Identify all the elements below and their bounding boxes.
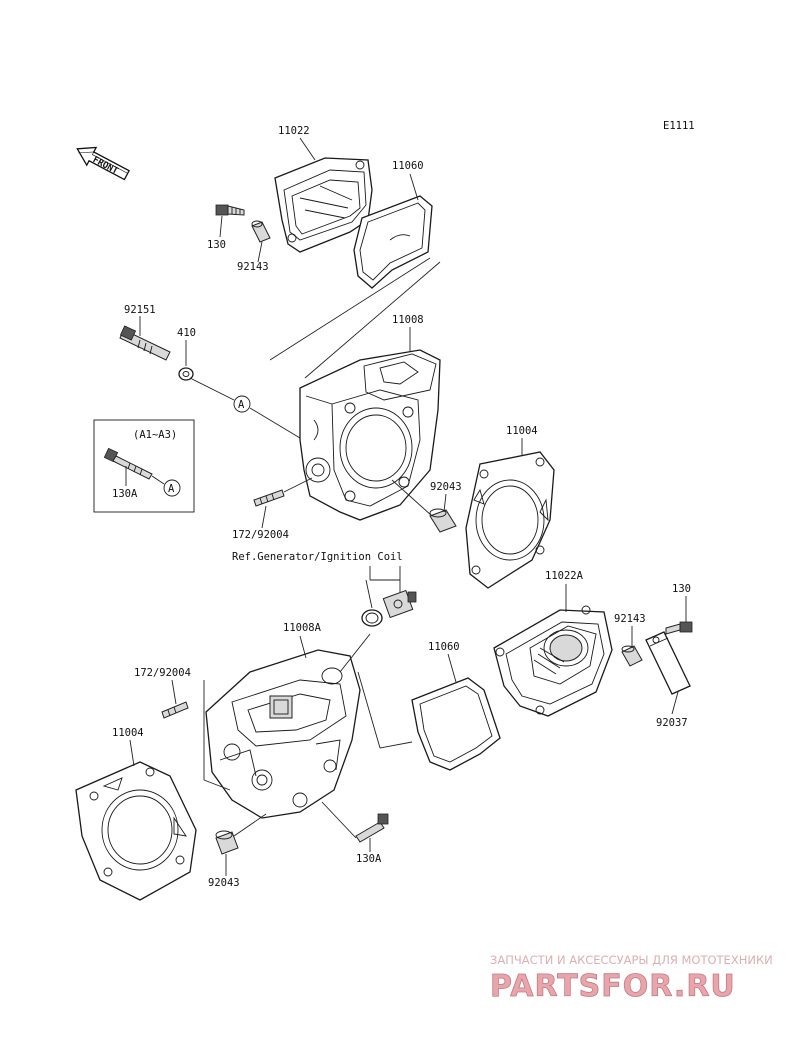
callout-172-92004-bottom: 172/92004 (134, 667, 191, 679)
callout-11004-right: 11004 (506, 425, 538, 437)
front-arrow-icon: FRONT (76, 146, 130, 181)
callout-130-right: 130 (672, 583, 691, 595)
callout-11008A: 11008A (283, 622, 322, 634)
watermark-tagline: ЗАПЧАСТИ И АКСЕССУАРЫ ДЛЯ МОТОТЕХНИКИ (490, 953, 773, 967)
bolt-130A-bottom (355, 813, 389, 843)
ref-note: Ref.Generator/Ignition Coil (232, 551, 403, 563)
dowel-92043-bottom (215, 830, 239, 855)
bracket-92037 (645, 631, 691, 695)
callout-130A-inset: 130A (112, 488, 138, 500)
bolt-130-top (215, 204, 245, 216)
stud-92151 (119, 325, 171, 361)
callout-92143-right: 92143 (614, 613, 646, 625)
callout-11022A: 11022A (545, 570, 584, 582)
callout-11004-left: 11004 (112, 727, 144, 739)
watermark-logo: PARTSFOR.RU (490, 969, 736, 1004)
dowel-92143-top (251, 220, 271, 243)
callout-11008: 11008 (392, 314, 424, 326)
stud-172-92004-top (253, 489, 285, 507)
callout-172-92004-top: 172/92004 (232, 529, 289, 541)
callout-92043-bottom: 92043 (208, 877, 240, 889)
inset-range: (A1~A3) (133, 429, 177, 441)
inset-box (93, 419, 195, 513)
svg-text:A: A (238, 399, 245, 411)
gasket-11060-top (353, 195, 433, 289)
callout-11060-top: 11060 (392, 160, 424, 172)
bolt-130A-inset (103, 447, 153, 480)
callout-11022-top: 11022 (278, 125, 310, 137)
cylinder-head-11008 (299, 349, 441, 521)
callout-410: 410 (177, 327, 196, 339)
plug-o-ring (361, 589, 417, 627)
stud-172-92004-bottom (161, 701, 189, 719)
bolt-130-right (665, 621, 693, 635)
dowel-92143-right (621, 645, 643, 667)
dowel-92043-right (429, 508, 457, 533)
diagram-code: E1111 (663, 120, 695, 132)
marker-a-main (233, 395, 251, 413)
head-gasket-11004-left (75, 761, 197, 901)
callout-11060-bottom: 11060 (428, 641, 460, 653)
callout-92037: 92037 (656, 717, 688, 729)
gasket-11060-bottom (411, 677, 501, 771)
washer-410 (178, 367, 194, 381)
callout-130A-bottom: 130A (356, 853, 382, 865)
head-cover-11022 (274, 157, 373, 253)
marker-a-inset (163, 479, 181, 497)
callout-92043-right: 92043 (430, 481, 462, 493)
head-gasket-11004-right (465, 451, 555, 589)
callout-92143-top: 92143 (237, 261, 269, 273)
cylinder-head-11008A (205, 649, 361, 819)
callout-130-top: 130 (207, 239, 226, 251)
head-cover-11022A (493, 605, 613, 717)
svg-text:A: A (168, 483, 175, 495)
callout-92151: 92151 (124, 304, 156, 316)
